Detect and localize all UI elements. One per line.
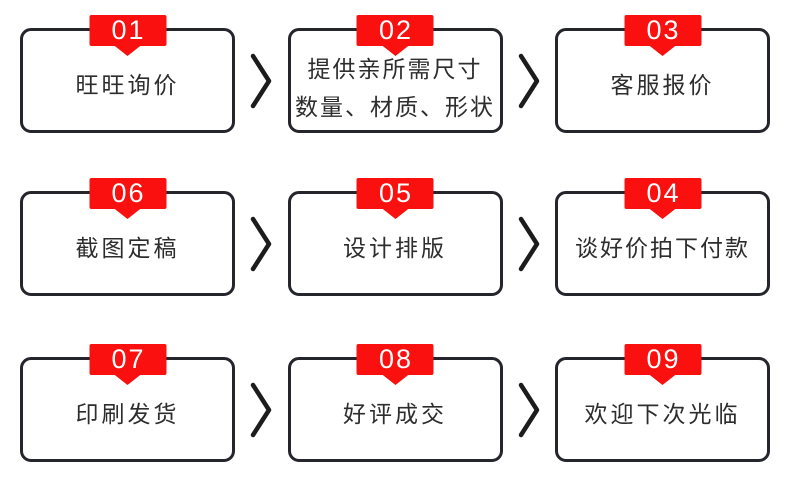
step-number-badge: 02 [356,15,434,46]
step-card-05: 05 设计排版 [287,178,503,296]
step-number: 01 [111,15,146,45]
step-number: 04 [646,178,681,208]
step-label: 谈好价拍下付款 [575,234,750,261]
step-number-badge: 05 [356,178,434,209]
step-label: 提供亲所需尺寸 数量、材质、形状 [295,55,495,120]
step-number: 09 [646,344,681,374]
step-number-badge: 06 [89,178,166,209]
step-number: 03 [646,15,681,45]
flow-row-3: 07 印刷发货 08 好评成交 09 欢迎下次光临 [0,344,790,462]
step-card-04: 04 谈好价拍下付款 [555,178,770,296]
step-card-06: 06 截图定稿 [20,178,235,296]
step-card-09: 09 欢迎下次光临 [555,344,770,462]
chevron-right-icon [235,381,288,439]
step-card-03: 03 客服报价 [555,15,770,133]
step-label: 印刷发货 [75,400,180,427]
step-number: 06 [111,178,146,208]
step-label: 客服报价 [610,71,715,98]
step-card-07: 07 印刷发货 [20,344,235,462]
flow-row-2: 06 截图定稿 05 设计排版 04 谈好价拍下付款 [0,178,790,296]
flow-row-1: 01 旺旺询价 02 提供亲所需尺寸 数量、材质、形状 03 [0,15,790,133]
chevron-right-icon [503,52,556,110]
step-label: 设计排版 [343,234,447,261]
step-card-01: 01 旺旺询价 [20,15,235,133]
step-number: 08 [378,344,414,374]
step-label: 好评成交 [343,400,447,427]
chevron-right-icon [235,215,288,273]
step-card-08: 08 好评成交 [287,344,503,462]
step-number: 02 [378,15,414,45]
step-number: 05 [378,178,414,208]
step-number-badge: 01 [89,15,166,46]
chevron-right-icon [235,52,288,110]
step-number-badge: 07 [89,344,166,375]
step-number-badge: 04 [624,178,701,209]
chevron-right-icon [503,215,556,273]
step-number-badge: 03 [624,15,701,46]
step-number-badge: 09 [624,344,701,375]
chevron-right-icon [503,381,556,439]
step-label: 截图定稿 [75,234,180,261]
step-label: 欢迎下次光临 [584,400,741,427]
step-card-02: 02 提供亲所需尺寸 数量、材质、形状 [287,15,503,133]
step-label: 旺旺询价 [75,71,180,98]
step-number-badge: 08 [356,344,434,375]
step-number: 07 [111,344,146,374]
